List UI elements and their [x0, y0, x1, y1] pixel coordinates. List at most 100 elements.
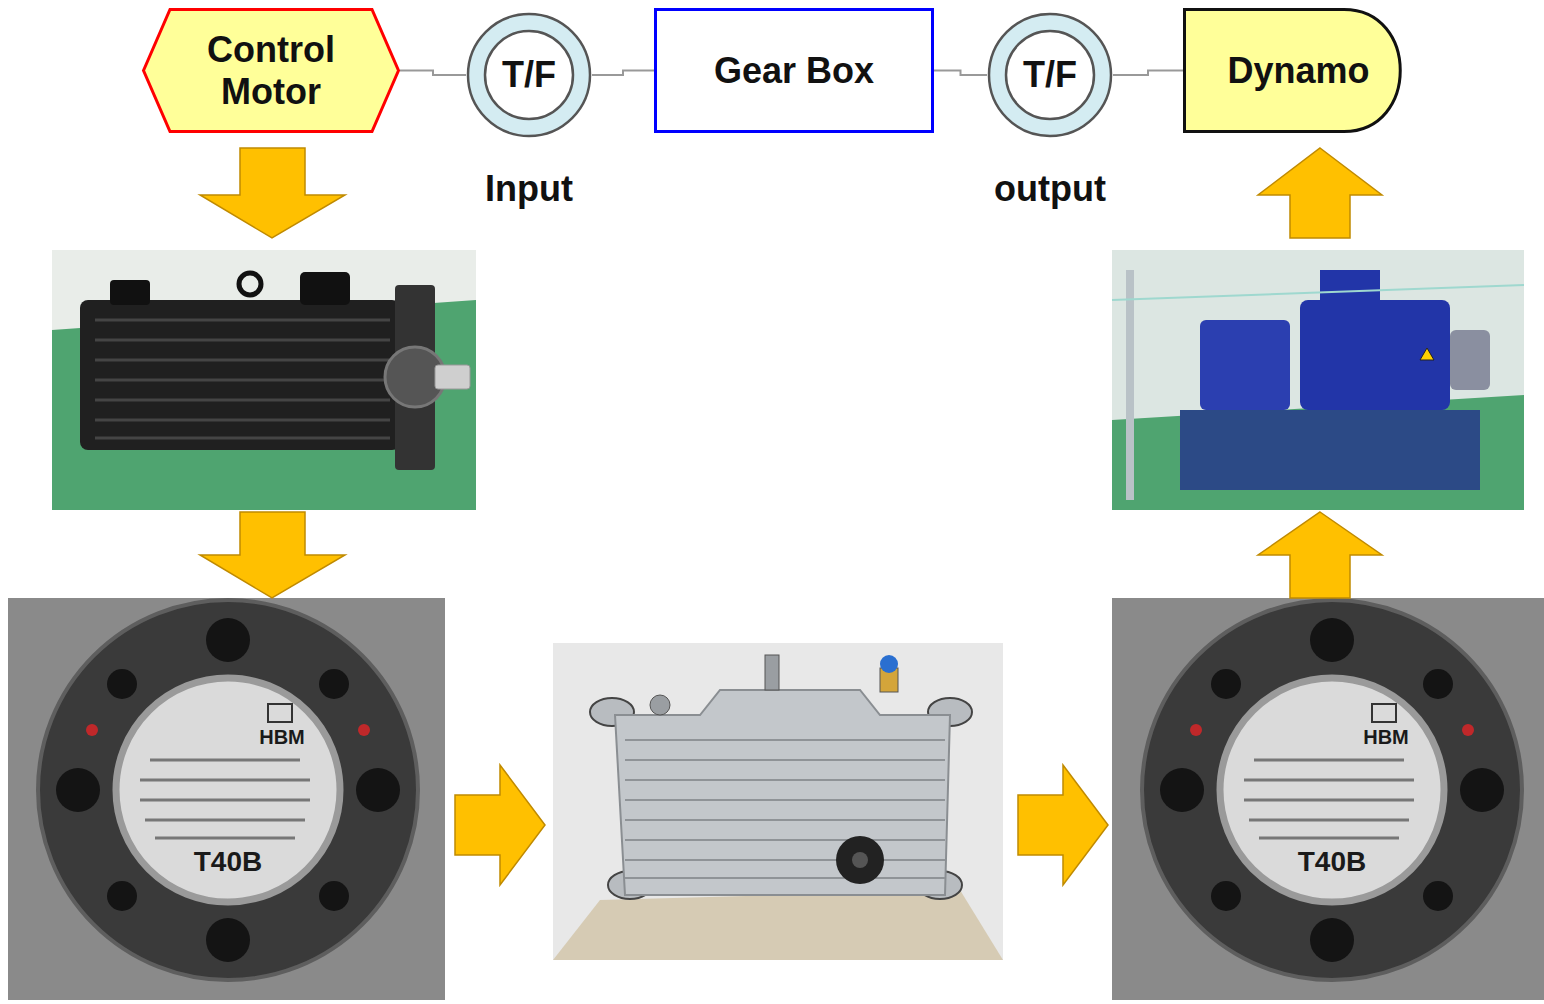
connector-line [400, 71, 466, 76]
gearbox-body [615, 690, 950, 895]
fin [625, 779, 945, 781]
gearbox-photo [553, 643, 1003, 960]
motor-body [80, 300, 400, 450]
fin [625, 819, 945, 821]
dynamo-shape-outline [1183, 8, 1414, 133]
sensor-ring [38, 600, 418, 980]
photo-pad [553, 890, 1003, 960]
node-label: Gear Box [714, 50, 874, 91]
dynamo-shape: Dynamo [1183, 8, 1414, 133]
connector-line [934, 71, 987, 76]
block-arrow [455, 765, 545, 885]
position-label: Input [466, 168, 592, 209]
red-dot [86, 724, 98, 736]
label-line [145, 819, 305, 822]
node-label: Control Motor [177, 29, 365, 112]
bolt-hole [319, 669, 349, 699]
dynamo-photo [1112, 250, 1524, 510]
bolt-hole [107, 669, 137, 699]
red-dot [358, 724, 370, 736]
motor-hexagon: Control Motor [142, 8, 400, 133]
output-shaft [836, 836, 884, 884]
fin [625, 799, 945, 801]
torque-sensor-photo [1112, 598, 1544, 1000]
shaft-center [852, 852, 868, 868]
inner-ring [485, 31, 573, 119]
bolt-hole [356, 768, 400, 812]
sensor-label-plate [116, 678, 340, 902]
process-box-outline [654, 8, 934, 133]
position-label: output [987, 168, 1113, 209]
machine-unit [1200, 320, 1290, 410]
block-arrow [200, 148, 345, 238]
outer-ring [468, 14, 590, 136]
fin [95, 437, 390, 440]
photo-floor [1112, 395, 1524, 510]
brand-logo [268, 704, 292, 722]
process-box: Gear Box [654, 8, 934, 133]
flow-arrows [200, 148, 1382, 885]
motor-connector [300, 272, 350, 305]
outer-ring [989, 14, 1111, 136]
oil-plug [650, 695, 670, 715]
eye-bolt [239, 273, 261, 295]
motor-connector [110, 280, 150, 305]
sensor-circle-outline [987, 12, 1113, 138]
bolt-hole [319, 881, 349, 911]
connector-line [592, 71, 654, 76]
model-label: T40B [1282, 846, 1382, 878]
label-line [155, 837, 295, 840]
sensor-circle-outline [466, 12, 592, 138]
fin [95, 319, 390, 322]
machine-box [1320, 270, 1380, 305]
photo-ground [8, 598, 445, 1000]
photo-ground [553, 643, 1003, 960]
frame-bar [1126, 270, 1134, 500]
block-arrow [1258, 148, 1382, 238]
block-arrow [1018, 765, 1108, 885]
air-fitting-cap [880, 655, 898, 673]
model-label: T40B [178, 846, 278, 878]
brand-label: HBM [250, 726, 314, 749]
hexagon-outline [144, 10, 399, 132]
fin [95, 419, 390, 422]
fin [95, 359, 390, 362]
block-arrow [1258, 512, 1382, 598]
photo-ground [1112, 250, 1524, 510]
sensor-tag: T/F [466, 12, 592, 138]
brand-label: HBM [1354, 726, 1418, 749]
bolt-hole [206, 618, 250, 662]
inner-ring [1006, 31, 1094, 119]
sensor-circle: T/F output [987, 12, 1113, 228]
torque-sensor-photo [8, 598, 445, 1000]
dynamo-outline [1185, 10, 1401, 132]
fin [95, 399, 390, 402]
sensor-tag: T/F [987, 12, 1113, 138]
guard-edge [1112, 285, 1524, 300]
label-lines [140, 760, 310, 838]
fin [95, 339, 390, 342]
motor-photo [52, 250, 476, 510]
photo-ground [52, 250, 476, 510]
motor-hexagon-outline [142, 8, 400, 133]
machine-stand [1180, 410, 1480, 490]
fin [625, 859, 945, 861]
fitting [765, 655, 779, 690]
fin [625, 759, 945, 761]
bolt-hole [107, 881, 137, 911]
label-line [150, 759, 300, 762]
motor-fins [95, 320, 390, 438]
dynamo-machine [1300, 300, 1450, 410]
bolt-hole [56, 768, 100, 812]
machine-end [1450, 330, 1490, 390]
label-line [140, 779, 310, 782]
label-line [140, 799, 310, 802]
sensor-circle: T/F Input [466, 12, 592, 228]
fin [625, 839, 945, 841]
block-arrow [200, 512, 345, 598]
fin [625, 739, 945, 741]
warning-sign [1420, 348, 1434, 360]
